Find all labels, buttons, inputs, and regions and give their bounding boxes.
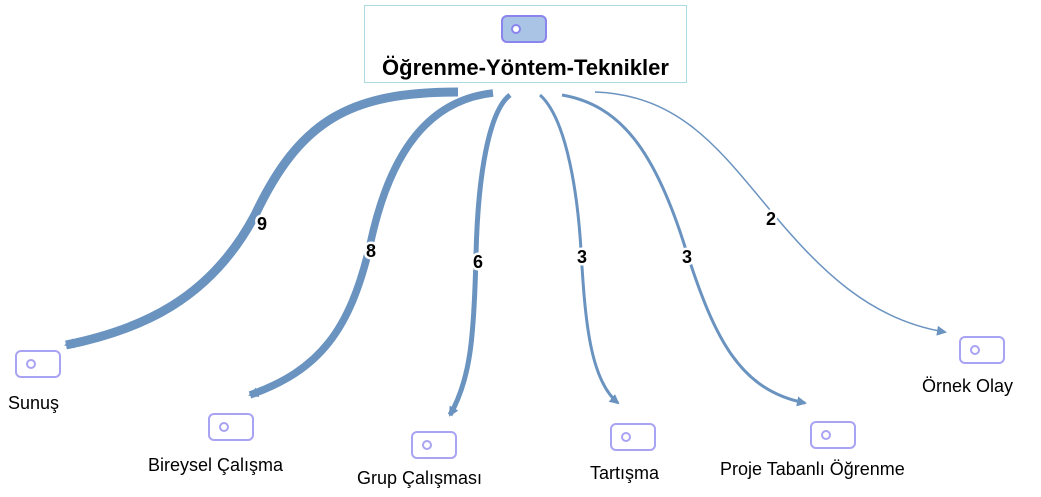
edge-weight-ornek: 2: [766, 209, 776, 229]
edge-grup: [447, 93, 512, 417]
node-label-sunus[interactable]: Sunuş: [8, 393, 60, 413]
node-icon-grup[interactable]: [411, 431, 457, 459]
node-icon-proje[interactable]: [810, 421, 856, 449]
node-label-bireysel-calisma[interactable]: Bireysel Çalışma: [148, 455, 284, 475]
edge-weight-bireysel: 8: [366, 241, 376, 261]
node-label-grup-calismasi[interactable]: Grup Çalışması: [357, 468, 483, 488]
edge-weight-tartisma: 3: [577, 247, 587, 267]
edge-weight-sunus: 9: [257, 214, 267, 234]
edge-ornek: [594, 91, 947, 336]
node-icon-ornek[interactable]: [959, 336, 1005, 364]
node-label-tartisma[interactable]: Tartışma: [590, 463, 660, 483]
edge-proje: [561, 93, 807, 407]
root-icon: [501, 15, 547, 43]
node-label-proje-tabanli-ogrenme[interactable]: Proje Tabanlı Öğrenme: [720, 459, 905, 479]
node-label-ornek-olay[interactable]: Örnek Olay: [922, 376, 1014, 396]
edge-tartisma: [538, 93, 620, 405]
edge-sunus: [64, 87, 459, 350]
node-icon-bireysel[interactable]: [208, 413, 254, 441]
edge-bireysel: [248, 89, 494, 399]
node-icon-sunus[interactable]: [15, 350, 61, 378]
edge-weight-proje: 3: [682, 247, 692, 267]
node-icon-tartisma[interactable]: [610, 423, 656, 451]
root-node-label[interactable]: Öğrenme-Yöntem-Teknikler: [382, 55, 669, 80]
edge-weight-grup: 6: [473, 252, 483, 272]
